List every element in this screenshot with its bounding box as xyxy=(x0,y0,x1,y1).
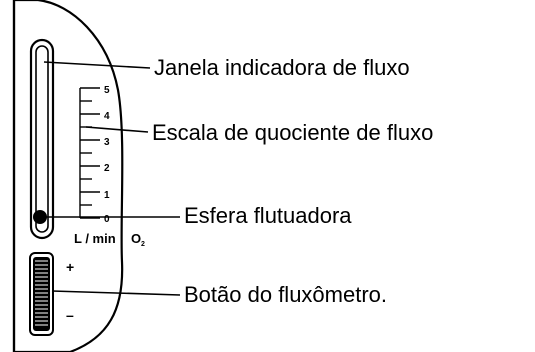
tick-label-0: 0 xyxy=(104,214,110,225)
leader-line-scale xyxy=(85,126,149,133)
flowmeter-knob-housing xyxy=(29,252,54,336)
tick-label-1: 1 xyxy=(104,190,110,201)
tick-label-4: 4 xyxy=(104,111,110,122)
flowmeter-knob[interactable] xyxy=(29,252,54,336)
minus-sign: – xyxy=(66,307,74,323)
flow-rate-scale: 0 1 2 3 4 5 xyxy=(79,85,110,225)
flowmeter-knob-wheel[interactable] xyxy=(33,257,50,331)
tick-label-5: 5 xyxy=(104,85,110,96)
unit-gas-label: O xyxy=(131,231,141,246)
callout-flowmeter-knob: Botão do fluxômetro. xyxy=(184,282,387,307)
flow-indicator-tube-outer xyxy=(29,38,55,240)
unit-label: L / min xyxy=(74,231,116,246)
flow-indicator-tube-inner xyxy=(35,45,49,233)
plus-sign: + xyxy=(66,259,74,275)
callout-flow-scale: Escala de quociente de fluxo xyxy=(152,120,433,145)
callout-flow-window: Janela indicadora de fluxo xyxy=(154,55,410,80)
tick-label-2: 2 xyxy=(104,163,110,174)
tick-label-3: 3 xyxy=(104,137,110,148)
unit-gas-subscript: 2 xyxy=(141,241,145,248)
leader-line-knob xyxy=(51,290,181,296)
flowmeter-body xyxy=(12,0,124,352)
leader-line-window xyxy=(43,61,151,69)
callout-float-ball: Esfera flutuadora xyxy=(184,203,352,228)
